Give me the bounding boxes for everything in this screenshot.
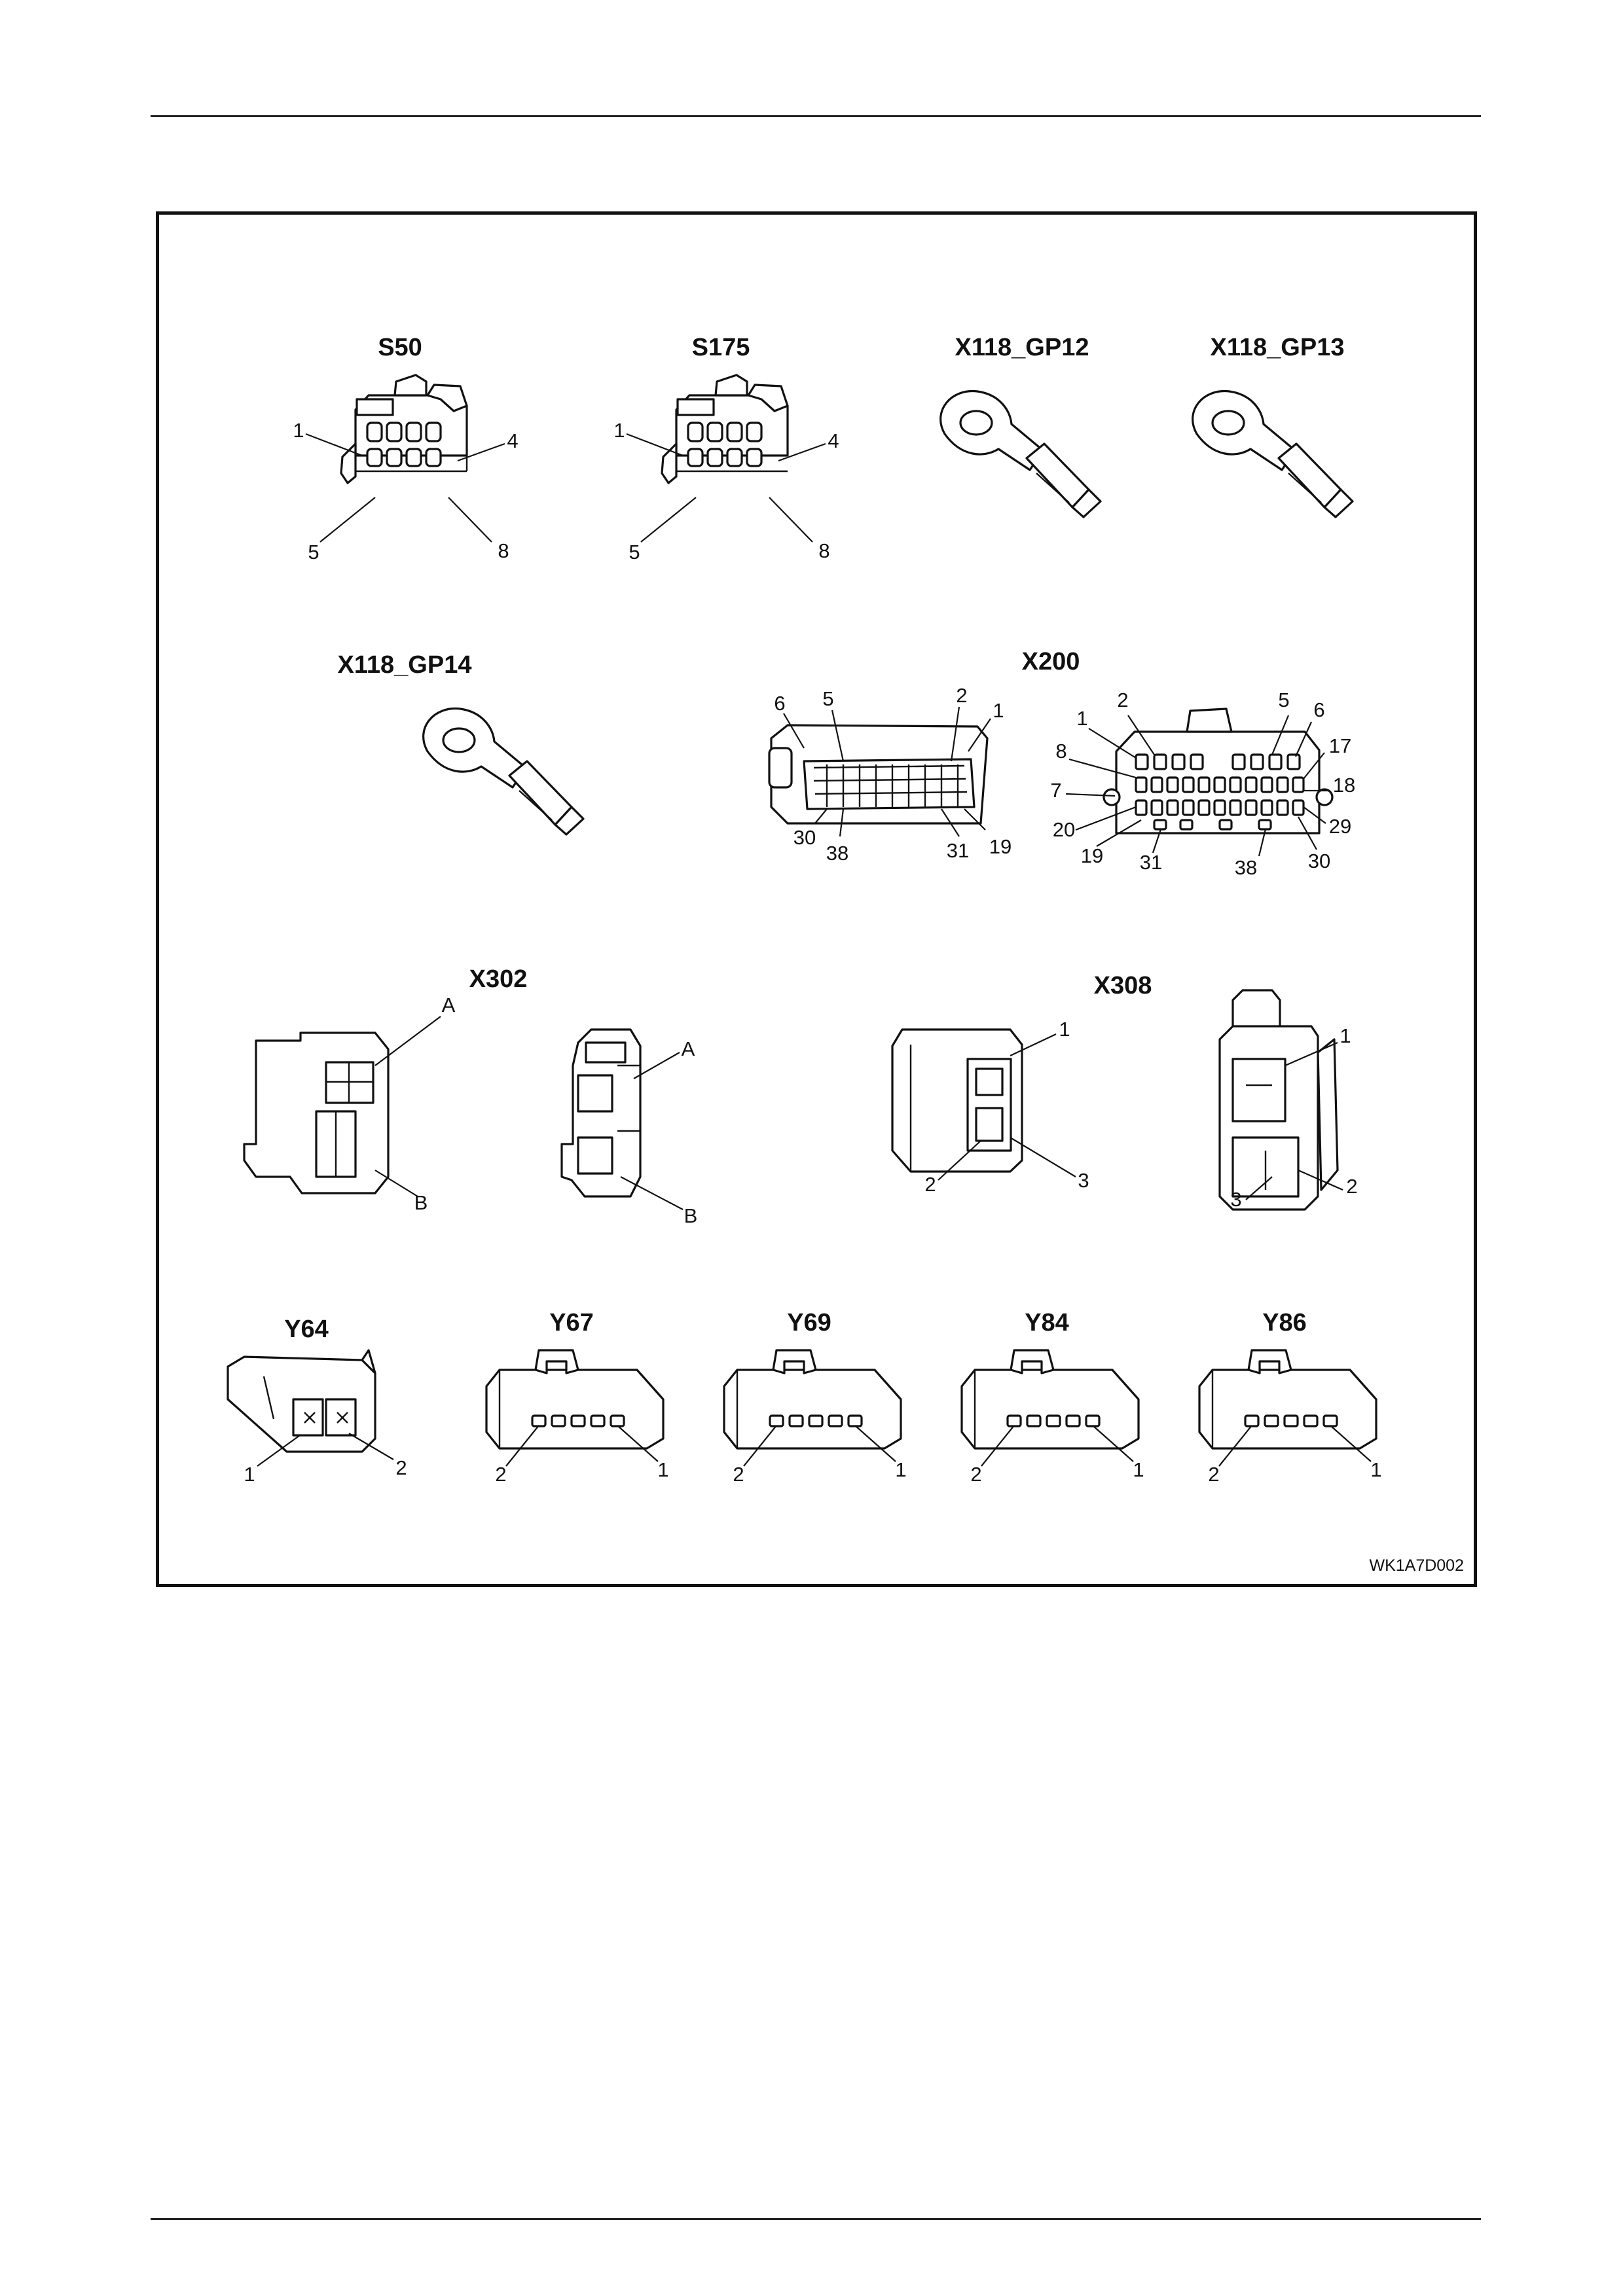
connector-title: Y67 <box>549 1309 594 1336</box>
pin-label: 38 <box>1235 856 1257 879</box>
x308-view-1 <box>892 1030 1022 1172</box>
x302-view-1 <box>244 1033 388 1193</box>
connector-title: Y69 <box>787 1309 831 1336</box>
connector-s50-drawing <box>341 375 467 483</box>
connector-title: X118_GP13 <box>1211 334 1345 361</box>
x302-view-2 <box>562 1030 640 1196</box>
pin-label: 8 <box>498 539 509 562</box>
pin-label: 19 <box>1081 844 1103 867</box>
pin-label: 1 <box>895 1458 906 1481</box>
pin-label: 5 <box>308 541 319 564</box>
pin-label: 18 <box>1333 774 1355 797</box>
pin-label: 30 <box>1308 850 1330 872</box>
connector-y69: Y69 2 1 <box>724 1309 907 1486</box>
diagram-frame: S50 1 4 5 8 S175 <box>156 211 1477 1587</box>
pin-label: 31 <box>1140 851 1162 874</box>
connector-x118-gp12: X118_GP12 <box>941 334 1101 517</box>
x200-view-1: 6 5 2 1 30 38 31 19 <box>769 684 1012 865</box>
connector-title: X118_GP12 <box>955 334 1089 361</box>
pin-label: 4 <box>828 429 839 452</box>
connector-title: X200 <box>1022 648 1080 675</box>
ring-terminal-drawing <box>424 709 583 834</box>
pin-label: 1 <box>613 419 625 442</box>
pin-label: 20 <box>1053 818 1075 841</box>
pin-label: B <box>414 1191 428 1214</box>
pin-label: 2 <box>956 684 967 707</box>
connector-title: X302 <box>469 965 528 993</box>
x308-view-2 <box>1220 990 1338 1210</box>
pin-label: 2 <box>495 1463 506 1486</box>
connector-title: X308 <box>1094 972 1152 999</box>
solenoid-connector-drawing <box>486 1350 663 1466</box>
pin-label: 3 <box>1230 1188 1241 1211</box>
pin-label: 30 <box>793 826 816 849</box>
pin-label: 31 <box>947 839 969 862</box>
connector-y67: Y67 2 1 <box>486 1309 669 1486</box>
connector-s175-drawing <box>662 375 788 483</box>
pin-label: 4 <box>507 429 518 452</box>
ring-terminal-drawing <box>1193 391 1353 517</box>
pin-label: 38 <box>826 842 848 865</box>
pin-label: 1 <box>657 1458 668 1481</box>
pin-label: 1 <box>1076 707 1087 730</box>
connector-y86: Y86 2 1 <box>1199 1309 1382 1486</box>
pin-label: 2 <box>733 1463 744 1486</box>
connector-s50: S50 1 4 5 8 <box>293 334 518 564</box>
pin-label: 19 <box>989 835 1012 858</box>
pin-label: 1 <box>1370 1458 1381 1481</box>
pin-label: 17 <box>1329 734 1351 757</box>
pin-label: 8 <box>1055 740 1067 762</box>
pin-label: 5 <box>629 541 640 564</box>
connector-title: S50 <box>378 334 422 361</box>
pin-label: A <box>442 994 456 1016</box>
pin-label: 1 <box>1340 1024 1351 1047</box>
pin-label: 1 <box>244 1463 255 1486</box>
pin-label: A <box>682 1037 695 1060</box>
pin-label: 2 <box>1208 1463 1219 1486</box>
connector-title: Y86 <box>1262 1309 1307 1336</box>
connector-y64: Y64 1 2 <box>228 1316 407 1486</box>
connector-title: Y84 <box>1025 1309 1069 1336</box>
pin-label: 7 <box>1050 779 1061 802</box>
figure-reference: WK1A7D002 <box>1369 1556 1464 1575</box>
pin-label: 1 <box>1133 1458 1144 1481</box>
connector-x118-gp14: X118_GP14 <box>338 651 583 834</box>
pin-label: 8 <box>818 539 830 562</box>
pin-label: 3 <box>1078 1169 1089 1192</box>
pin-label: 1 <box>293 419 304 442</box>
pin-label: 2 <box>970 1463 981 1486</box>
pin-label: 2 <box>395 1456 407 1479</box>
connector-title: X118_GP14 <box>338 651 472 679</box>
connector-x200: X200 <box>769 648 1355 879</box>
pin-label: 6 <box>1313 698 1324 721</box>
pin-label: 6 <box>774 692 785 715</box>
solenoid-connector-drawing <box>1199 1350 1376 1466</box>
connector-title: S175 <box>692 334 750 361</box>
pin-label: 29 <box>1329 815 1351 838</box>
pin-label: 5 <box>822 687 833 710</box>
pin-label: 2 <box>924 1173 936 1196</box>
connector-title: Y64 <box>284 1316 329 1343</box>
solenoid-connector-drawing <box>962 1350 1139 1466</box>
ring-terminal-drawing <box>941 391 1101 517</box>
footer-rule <box>151 2218 1481 2220</box>
connector-diagram: S50 1 4 5 8 S175 <box>159 215 1474 1584</box>
pin-label: 1 <box>1059 1018 1070 1041</box>
solenoid-connector-drawing <box>724 1350 901 1466</box>
pin-label: 2 <box>1117 689 1128 711</box>
pin-label: B <box>684 1204 698 1227</box>
pin-label: 1 <box>993 699 1004 722</box>
connector-x302: X302 A B A B <box>244 965 697 1227</box>
connector-s175: S175 1 4 5 8 <box>613 334 839 564</box>
header-rule <box>151 115 1481 117</box>
connector-y84: Y84 2 1 <box>962 1309 1144 1486</box>
connector-x308: X308 1 2 3 1 3 2 <box>892 972 1358 1211</box>
pin-label: 2 <box>1346 1175 1357 1198</box>
connector-x118-gp13: X118_GP13 <box>1193 334 1353 517</box>
x200-view-2: 2 5 6 1 8 17 7 18 20 29 19 31 38 30 <box>1050 689 1355 879</box>
pin-label: 5 <box>1278 689 1289 711</box>
